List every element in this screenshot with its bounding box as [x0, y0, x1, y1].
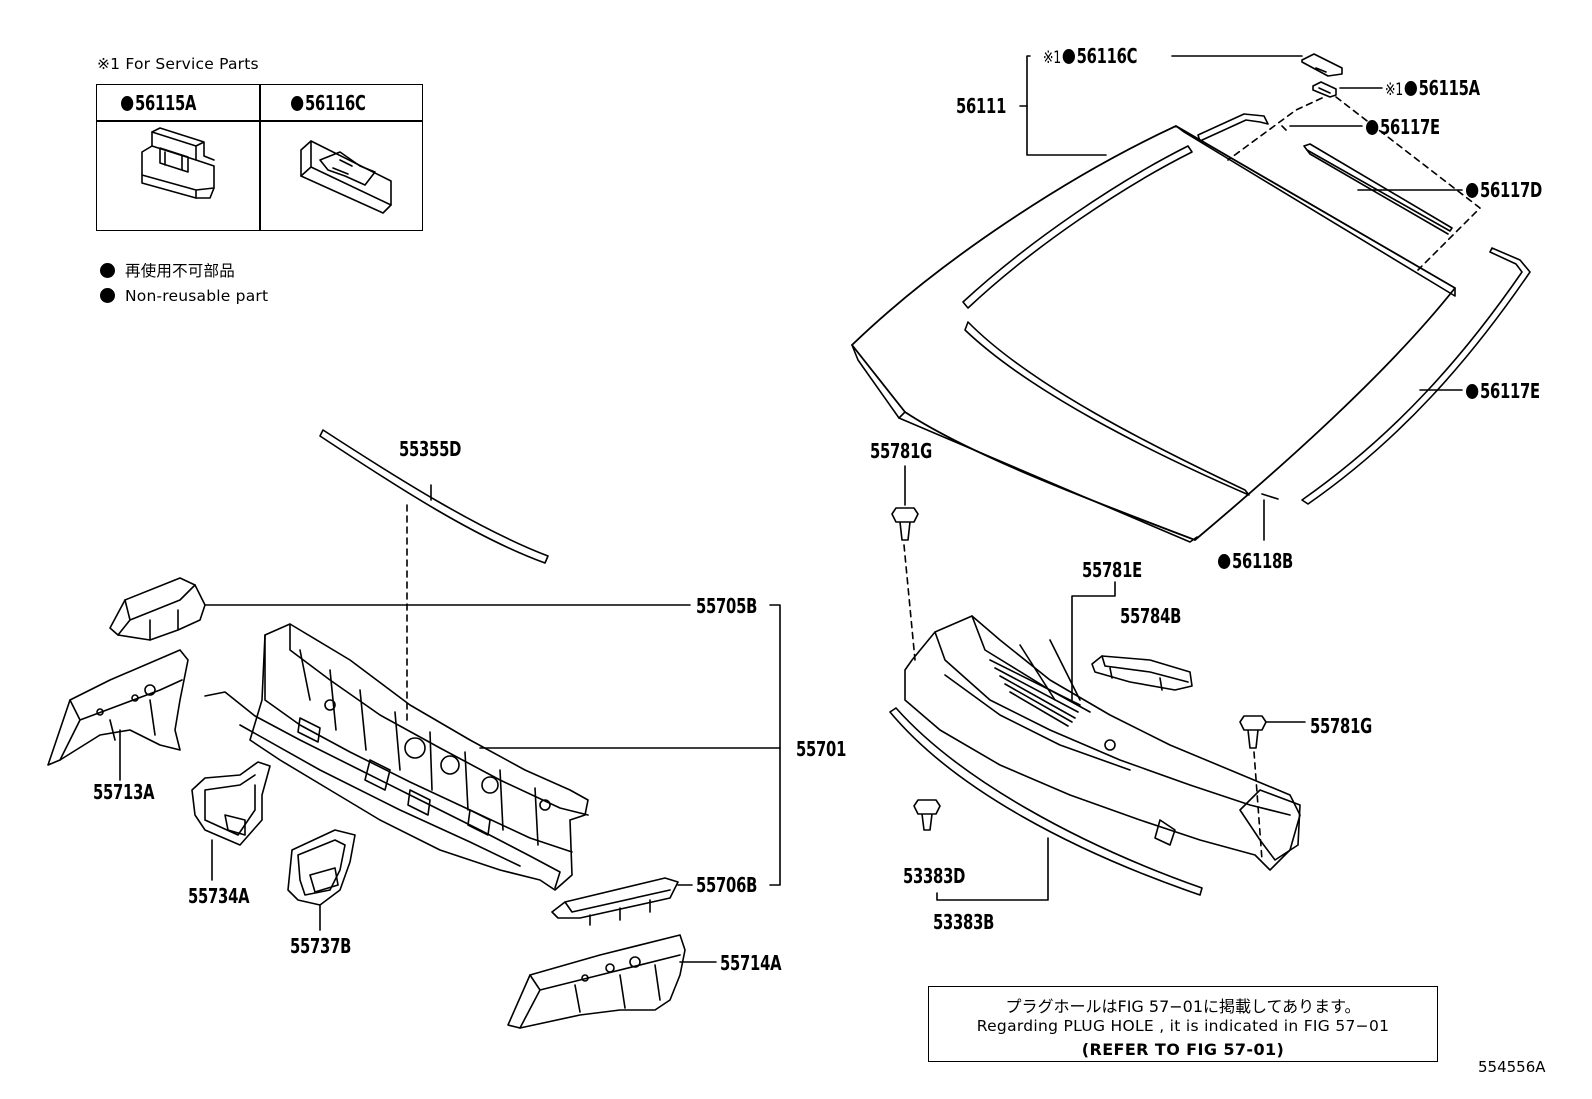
- label-55784B: 55784B: [1120, 604, 1182, 628]
- label-55713A: 55713A: [93, 780, 155, 804]
- label-55734A: 55734A: [188, 884, 250, 908]
- cover-55784B-illustration: [1091, 655, 1193, 691]
- note-english: Regarding PLUG HOLE , it is indicated in…: [976, 1017, 1390, 1035]
- clip-56117E-small-illustration: [1281, 125, 1287, 131]
- label-55781E: 55781E: [1082, 558, 1142, 582]
- label-56117D: 56117D: [1466, 180, 1542, 200]
- bracket-55705B-illustration: [109, 577, 206, 641]
- note-refer: (REFER TO FIG 57-01): [1081, 1040, 1285, 1059]
- label-55706B: 55706B: [696, 873, 758, 897]
- label-55705B: 55705B: [696, 594, 758, 618]
- label-56117E-side: 56117E: [1466, 381, 1540, 401]
- table-column-divider: [259, 85, 261, 230]
- moulding-top-illustration: [1197, 113, 1269, 142]
- leader-lines-left: [119, 604, 781, 963]
- table-row-divider: [97, 120, 422, 122]
- non-reusable-dot-icon: [100, 263, 115, 278]
- label-55701: 55701: [796, 737, 847, 761]
- bracket-55737B-illustration: [287, 829, 356, 906]
- leader-lines-right: [904, 465, 1306, 901]
- label-53383B: 53383B: [933, 910, 995, 934]
- non-reusable-dot-icon: [1218, 554, 1231, 569]
- service-part-56115A: 56115A: [121, 93, 196, 113]
- moulding-56117D-illustration: [1303, 143, 1453, 235]
- clip-53383D-illustration: [913, 799, 941, 831]
- seal-55355D-illustration: [319, 429, 549, 564]
- non-reusable-dot-icon: [1466, 183, 1479, 198]
- dashed-guides-glass: [1227, 96, 1481, 271]
- clip-56116C-small-illustration: [1301, 53, 1343, 77]
- cowl-panel-55701-illustration: [204, 623, 589, 891]
- cowl-louver-55781E-illustration: [904, 615, 1301, 871]
- bracket-55734A-illustration: [191, 761, 271, 846]
- seal-53383B-illustration: [889, 707, 1203, 896]
- label-55781G-right: 55781G: [1310, 714, 1372, 738]
- non-reusable-dot-icon: [1062, 49, 1075, 64]
- non-reusable-dot-icon: [121, 96, 134, 111]
- label-56111: 56111: [956, 94, 1007, 118]
- label-55781G-left: 55781G: [870, 439, 932, 463]
- label-55355D: 55355D: [399, 437, 462, 461]
- service-parts-table: 56115A 56116C: [96, 84, 423, 231]
- service-part-56116C: 56116C: [291, 93, 366, 113]
- label-53383D: 53383D: [903, 864, 966, 888]
- clip-56115A-illustration: [141, 127, 215, 199]
- plug-hole-note: プラグホールはFIG 57−01に掲載してあります。 Regarding PLU…: [928, 986, 1438, 1062]
- legend-english: Non-reusable part: [100, 288, 268, 305]
- dashed-guides-right: [903, 544, 1263, 861]
- clip-56115A-small-illustration: [1312, 81, 1337, 98]
- non-reusable-dot-icon: [291, 96, 304, 111]
- label-56117E-top: 56117E: [1366, 117, 1440, 137]
- service-parts-title: ※1 For Service Parts: [97, 55, 259, 73]
- clip-55781G-left-illustration: [891, 507, 919, 541]
- moulding-56117E-illustration: [1301, 247, 1531, 505]
- clip-55781G-right-illustration: [1239, 715, 1267, 749]
- label-55714A: 55714A: [720, 951, 782, 975]
- label-56118B: 56118B: [1218, 551, 1293, 571]
- bracket-55706B-illustration: [551, 877, 679, 926]
- clip-56116C-illustration: [300, 140, 392, 214]
- note-japanese: プラグホールはFIG 57−01に掲載してあります。: [1005, 997, 1361, 1016]
- figure-id: 554556A: [1478, 1058, 1546, 1076]
- non-reusable-dot-icon: [100, 288, 115, 303]
- bracket-55713A-illustration: [47, 649, 189, 766]
- bracket-55714A-illustration: [507, 934, 686, 1029]
- leader-lines-glass: [1019, 55, 1463, 541]
- clip-56118B-illustration: [1261, 493, 1279, 500]
- label-55737B: 55737B: [290, 934, 352, 958]
- non-reusable-dot-icon: [1466, 384, 1479, 399]
- non-reusable-dot-icon: [1366, 120, 1379, 135]
- windshield-glass-illustration: [851, 125, 1456, 543]
- legend-japanese: 再使用不可部品: [100, 263, 235, 280]
- non-reusable-dot-icon: [1404, 81, 1417, 96]
